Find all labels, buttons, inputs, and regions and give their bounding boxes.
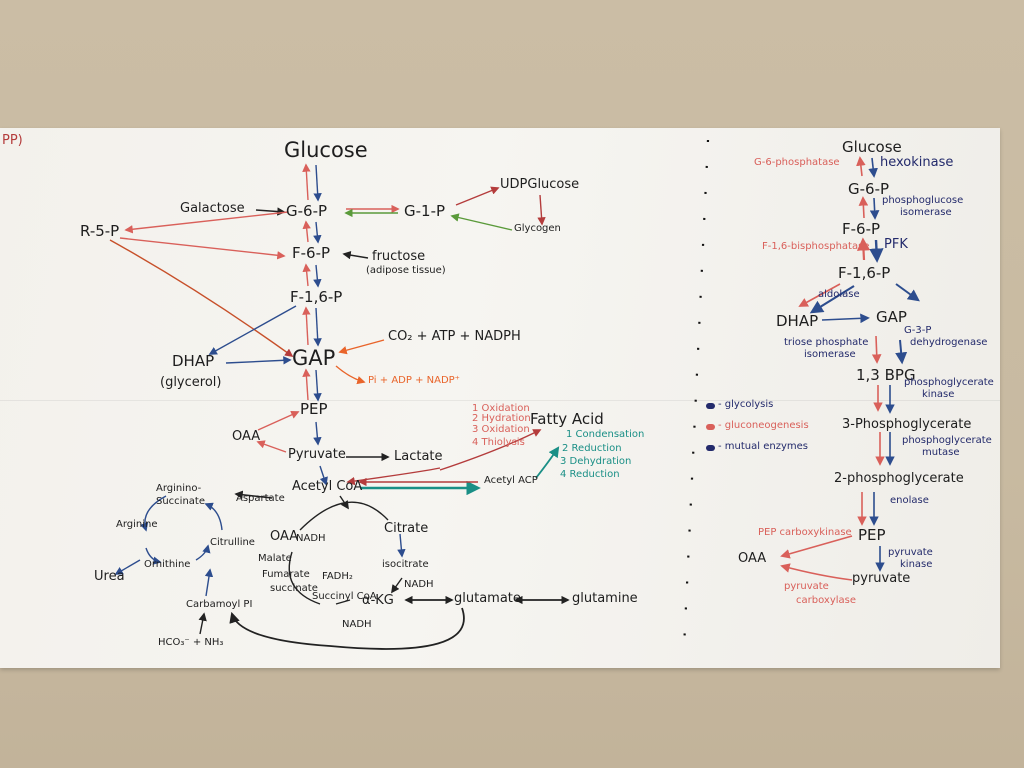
rp-f6p-label: F-6-P — [842, 220, 881, 238]
lactate-label: Lactate — [394, 449, 443, 464]
legend-gluconeogenesis: - gluconeogenesis — [718, 420, 809, 431]
glutamine-label: glutamine — [572, 591, 638, 606]
rp-bpg-label: 1,3 BPG — [856, 366, 916, 384]
pi-label: Pi + ADP + NADP⁺ — [368, 375, 460, 386]
rp-hexokinase-label: hexokinase — [880, 155, 954, 170]
rp-pk-2-label: kinase — [900, 559, 933, 570]
legend-glycolysis: - glycolysis — [718, 399, 774, 410]
synthesis-step-4: 4 Reduction — [560, 469, 620, 480]
rp-pc-1-label: pyruvate — [784, 581, 829, 592]
legend-swatch-mutual — [706, 445, 715, 451]
f16p-label: F-1,6-P — [290, 288, 343, 306]
synthesis-step-3: 3 Dehydration — [560, 456, 632, 467]
glucose-label: Glucose — [284, 138, 368, 162]
synthesis-step-1: 1 Condensation — [566, 429, 645, 440]
legend-mutual: - mutual enzymes — [718, 441, 808, 452]
g6p-label: G-6-P — [286, 202, 328, 220]
rp-pyruvate-label: pyruvate — [852, 571, 911, 586]
aspartate-label: Aspartate — [236, 493, 285, 504]
urea-label: Urea — [94, 569, 125, 584]
rp-tpi-2-label: isomerase — [804, 349, 856, 360]
adipose-label: (adipose tissue) — [366, 265, 446, 276]
acetylacp-label: Acetyl ACP — [484, 475, 538, 486]
co2-label: CO₂ + ATP + NADPH — [388, 329, 521, 344]
rp-pk-1-label: pyruvate — [888, 547, 933, 558]
legend-swatch-gluconeogenesis — [706, 424, 715, 430]
rp-enolase-label: enolase — [890, 495, 929, 506]
rp-pgm-2-label: mutase — [922, 447, 960, 458]
rp-tpi-1-label: triose phosphate — [784, 337, 869, 348]
rp-3pg-label: 3-Phosphoglycerate — [842, 417, 972, 432]
pep-label: PEP — [300, 400, 328, 418]
acetylcoa-label: Acetyl CoA — [292, 479, 363, 494]
rp-aldolase-label: aldolase — [818, 289, 860, 300]
udpglucose-label: UDPGlucose — [500, 177, 580, 192]
rp-gap-label: GAP — [876, 308, 907, 326]
hco3-label: HCO₃⁻ + NH₃ — [158, 637, 224, 648]
rp-oaa-label: OAA — [738, 551, 767, 566]
fadh2-label: FADH₂ — [322, 571, 353, 582]
legend-swatch-glycolysis — [706, 403, 715, 409]
glycerol-label: (glycerol) — [160, 375, 222, 390]
gap-label: GAP — [292, 346, 336, 370]
succinate-label: succinate — [270, 583, 318, 594]
citrate-label: Citrate — [384, 521, 429, 536]
rp-pepck-label: PEP carboxykinase — [758, 527, 852, 538]
rp-glucose-label: Glucose — [842, 138, 902, 156]
pyruvate-label: Pyruvate — [288, 447, 346, 462]
beta-ox-step-2: 2 Hydration — [472, 413, 531, 424]
glycogen-label: Glycogen — [514, 223, 561, 234]
paper-fold-line — [0, 400, 1000, 401]
r5p-label: R-5-P — [80, 222, 120, 240]
rp-isomerase-label: isomerase — [900, 207, 952, 218]
beta-ox-step-1: 1 Oxidation — [472, 403, 530, 414]
beta-ox-step-4: 4 Thiolysis — [472, 437, 525, 448]
rp-f16bpase-label: F-1,6-bisphosphatase — [762, 241, 870, 252]
arginine-label: Arginine — [116, 519, 158, 530]
rp-pc-2-label: carboxylase — [796, 595, 856, 606]
beta-ox-step-3: 3 Oxidation — [472, 424, 530, 435]
oaa-label: OAA — [232, 429, 261, 444]
glutamate-label: glutamate — [454, 591, 521, 606]
rp-pfk-label: PFK — [884, 237, 908, 252]
rp-dhap-label: DHAP — [776, 312, 819, 330]
isocitrate-label: isocitrate — [382, 559, 429, 570]
tca-oaa-label: OAA — [270, 529, 299, 544]
nadh-label-1: NADH — [404, 579, 434, 590]
rp-phosphoglucose-label: phosphoglucose — [882, 195, 964, 206]
fattyacid-label: Fatty Acid — [530, 410, 604, 428]
g1p-label: G-1-P — [404, 202, 446, 220]
rp-f16p-label: F-1,6-P — [838, 264, 891, 282]
dhap-label: DHAP — [172, 352, 215, 370]
succinylcoa-label: Succinyl CoA — [312, 591, 377, 602]
rp-g3pdh-1-label: G-3-P — [904, 325, 932, 336]
rp-g3pdh-2-label: dehydrogenase — [910, 337, 988, 348]
arginosuccinate-label: Arginino-Succinate — [156, 483, 205, 507]
fructose-label: fructose — [372, 249, 426, 264]
rp-pep-label: PEP — [858, 526, 886, 544]
carbamoyl-label: Carbamoyl PI — [186, 599, 253, 610]
malate-label: Malate — [258, 553, 292, 564]
citrulline-label: Citrulline — [210, 537, 255, 548]
rp-pgk-2-label: kinase — [922, 389, 955, 400]
nadh-label-3: NADH — [296, 533, 326, 544]
synthesis-step-2: 2 Reduction — [562, 443, 622, 454]
corner-label: PP) — [2, 133, 23, 148]
rp-g6p-label: G-6-P — [848, 180, 890, 198]
rp-pgk-1-label: phosphoglycerate — [904, 377, 994, 388]
nadh-label-2: NADH — [342, 619, 372, 630]
rp-g6pase-label: G-6-phosphatase — [754, 157, 840, 168]
fumarate-label: Fumarate — [262, 569, 310, 580]
galactose-label: Galactose — [180, 201, 245, 216]
ornithine-label: Ornithine — [144, 559, 191, 570]
f6p-label: F-6-P — [292, 244, 331, 262]
akg-label: α-KG — [362, 593, 394, 608]
rp-pgm-1-label: phosphoglycerate — [902, 435, 992, 446]
rp-2pg-label: 2-phosphoglycerate — [834, 471, 964, 486]
